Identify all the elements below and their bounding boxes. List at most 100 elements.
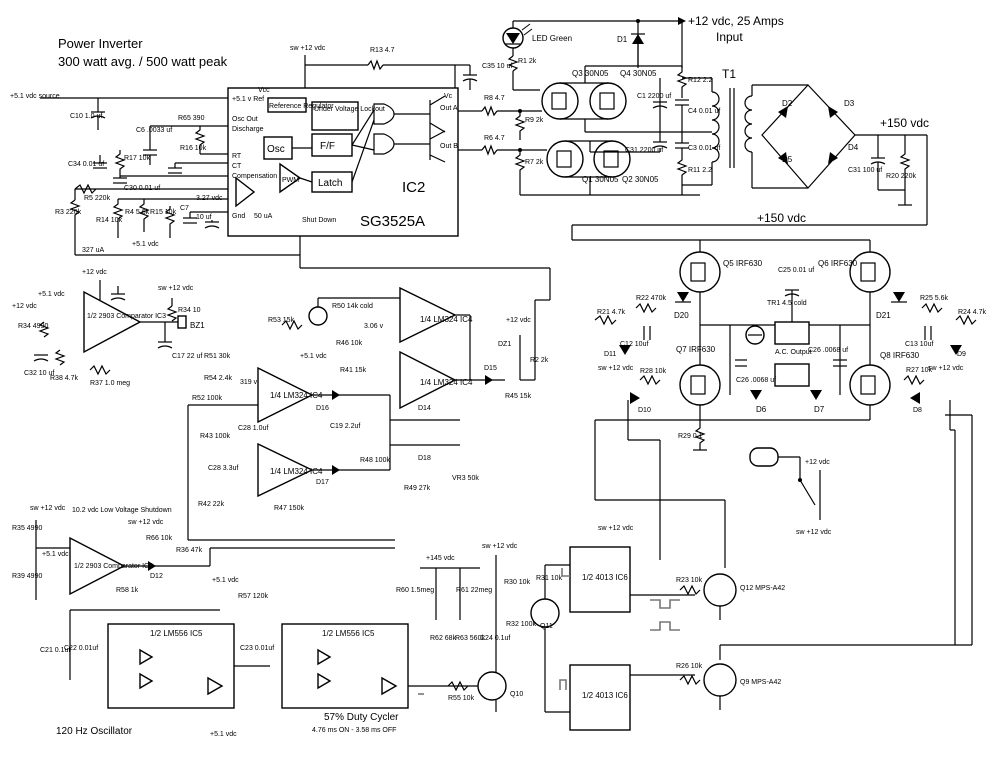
r24-label: R24 4.7k: [958, 309, 987, 316]
dz1-label: DZ1: [498, 341, 511, 348]
mosfet-q4: Q4 30N05: [589, 69, 657, 120]
ac-out-label: A.C. Output: [775, 349, 812, 356]
latch-block: Latch: [318, 178, 342, 189]
d5-label: D5: [782, 155, 793, 164]
q5-label: Q5 IRF630: [723, 259, 763, 268]
ic4a-label: 1/4 LM324 IC4: [420, 315, 473, 324]
d18-label: D18: [418, 455, 431, 462]
sw12-r66: sw +12 vdc: [128, 519, 164, 526]
sw5-label: +5.1 vdc: [132, 241, 159, 248]
r26-label: R26 10k: [676, 663, 703, 670]
ic2-pin-vc: Vc: [444, 93, 453, 100]
d21-label: D21: [876, 311, 891, 320]
sw12-thermal: sw +12 vdc: [796, 529, 832, 536]
sw12-label-1: sw +12 vdc: [290, 45, 326, 52]
r12-label: R12 2.2: [688, 77, 713, 84]
r62-label: R62 68k: [430, 635, 457, 642]
r39-label: R39 4990: [12, 573, 42, 580]
d14-label: D14: [418, 405, 431, 412]
r49-label: R49 27k: [404, 485, 431, 492]
r1-label: R1 2k: [518, 58, 537, 65]
c28-label: C28 1.0uf: [238, 425, 268, 432]
osc120-label: 120 Hz Oscillator: [56, 726, 133, 737]
led-label: LED Green: [532, 34, 572, 43]
r14-label: R14 10k: [96, 217, 123, 224]
plus12-thermal: +12 vdc: [805, 459, 830, 466]
c4-label: C4 0.01 uf: [688, 108, 720, 115]
r53-label: R53 15k: [268, 317, 295, 324]
plus12-ic3a-2: +12 vdc: [12, 303, 37, 310]
ic2-part: SG3525A: [360, 213, 425, 230]
r25-label: R25 5.6k: [920, 295, 949, 302]
pwm-block: PWM: [282, 177, 299, 184]
input-label-2: Input: [716, 30, 743, 44]
ic2-pin-rt: RT: [232, 153, 242, 160]
r48-label: R48 100k: [360, 457, 390, 464]
hv-out-label: +150 vdc: [880, 116, 929, 130]
ic2-pin-gnd: Gnd: [232, 213, 245, 220]
plus5-r46: +5.1 vdc: [300, 353, 327, 360]
d15-label: D15: [484, 365, 497, 372]
r4-label: R4 5.6k: [125, 209, 150, 216]
r57-label: R57 120k: [238, 593, 268, 600]
r66-label: R66 10k: [146, 535, 173, 542]
ic2-wiring: sw +12 vdc R13 4.7 C35 10 uf +5.1 vdc so…: [10, 45, 551, 301]
ic6-4013: 1/2 4013 IC6 1/2 4013 IC6 sw +12 vdc R23…: [559, 525, 785, 731]
q1-label: Q1 30N05: [582, 175, 619, 184]
d7-label: D7: [814, 405, 825, 414]
d6-label: D6: [756, 405, 767, 414]
ic2-50ua: 50 uA: [254, 213, 273, 220]
r42-label: R42 22k: [198, 501, 225, 508]
q7-label: Q7 IRF630: [676, 345, 716, 354]
ic5b-label: 1/2 LM556 IC5: [322, 629, 375, 638]
ic2-pin-shutdown: Shut Down: [302, 217, 336, 224]
supply-rail: +12 vdc, 25 Amps Input: [512, 14, 784, 68]
r7-label: R7 2k: [525, 159, 544, 166]
r47-label: R47 150k: [274, 505, 304, 512]
plus5-lowv: +5.1 vdc: [42, 551, 69, 558]
ua327-label: 327 uA: [82, 247, 105, 254]
r36-label: R36 47k: [176, 547, 203, 554]
d16-label: D16: [316, 405, 329, 412]
r60-label: R60 1.5meg: [396, 587, 434, 594]
q9-label: Q9 MPS-A42: [740, 679, 781, 686]
r61-label: R61 22meg: [456, 587, 492, 594]
r2-label: R2 2k: [530, 357, 549, 364]
tr1-label: TR1 4.5 cold: [767, 300, 807, 307]
r37-label: R37 1.0 meg: [90, 380, 130, 387]
q11-label: Q11: [540, 623, 553, 630]
q2-label: Q2 30N05: [622, 175, 659, 184]
r27-label: R27 10k: [906, 367, 933, 374]
ic3b-label: 1/2 2903 Comparator IC3: [74, 563, 153, 570]
r41-label: R41 15k: [340, 367, 367, 374]
r58-label: R58 1k: [116, 587, 139, 594]
c13-label: C13 10uf: [905, 341, 933, 348]
c1-label: C1 2200 uf: [637, 93, 671, 100]
ic3a-label: 1/2 2903 Comparator IC3: [87, 313, 166, 320]
q4-label: Q4 30N05: [620, 69, 657, 78]
c26-label: C26 .0068 uf: [736, 377, 776, 384]
r28-label: R28 10k: [640, 368, 667, 375]
ic2-pin-oscout: Osc Out: [232, 116, 258, 123]
r6-label: R6 4.7: [484, 135, 505, 142]
plus5-osc-2: +5.1 vdc: [210, 731, 237, 738]
d1-label: D1: [617, 35, 628, 44]
c22-label: C22 0.01uf: [64, 645, 98, 652]
sw12-label-q8: sw +12 vdc: [928, 365, 964, 372]
c34-label: C34 0.01 uf: [68, 161, 104, 168]
r30-label: R30 10k: [504, 579, 531, 586]
r63-label: R63 560k: [455, 635, 485, 642]
sw12-ic6: sw +12 vdc: [598, 525, 634, 532]
comparator-ic3-top: 1/2 2903 Comparator IC3 +12 vdc +5.1 vdc…: [12, 269, 205, 387]
lowv-label: 10.2 vdc Low Voltage Shutdown: [72, 507, 172, 514]
r23-label: R23 10k: [676, 577, 703, 584]
c35-label: C35 10 uf: [482, 63, 512, 70]
d3-label: D3: [844, 99, 855, 108]
ic5a-label: 1/2 LM556 IC5: [150, 629, 203, 638]
v306-label: 3.06 v: [364, 323, 384, 330]
r20-label: R20 220k: [886, 173, 916, 180]
title-line-2: 300 watt avg. / 500 watt peak: [58, 54, 228, 69]
c17-label: C17 22 uf: [172, 353, 202, 360]
out-a: Out A: [440, 105, 458, 112]
